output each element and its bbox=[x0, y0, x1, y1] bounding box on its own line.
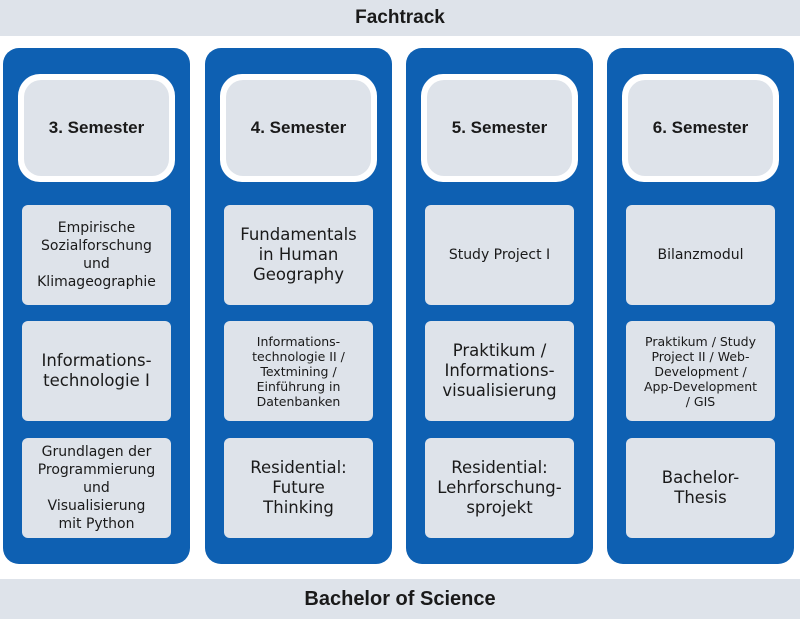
module-bilanzmodul: Bilanzmodul bbox=[626, 205, 775, 305]
module-informationstechnologie-2: Informations- technologie II / Textminin… bbox=[224, 321, 373, 421]
module-fundamentals-human-geography: Fundamentals in Human Geography bbox=[224, 205, 373, 305]
semester-header-box: 4. Semester bbox=[220, 74, 377, 182]
semester-5-title: 5. Semester bbox=[427, 80, 572, 176]
module-grundlagen-programmierung: Grundlagen der Programmierung und Visual… bbox=[22, 438, 171, 538]
semester-header-box: 6. Semester bbox=[622, 74, 779, 182]
module-empirische-sozialforschung: Empirische Sozialforschung und Klimageog… bbox=[22, 205, 171, 305]
module-informationstechnologie-1: Informations- technologie I bbox=[22, 321, 171, 421]
semester-columns: 3. Semester Empirische Sozialforschung u… bbox=[0, 48, 800, 564]
module-residential-lehrforschungsprojekt: Residential: Lehrforschung- sprojekt bbox=[425, 438, 574, 538]
semester-6-title: 6. Semester bbox=[628, 80, 773, 176]
semester-header-box: 5. Semester bbox=[421, 74, 578, 182]
footer-bachelor-of-science: Bachelor of Science bbox=[0, 579, 800, 619]
column-semester-5: 5. Semester Study Project I Praktikum / … bbox=[406, 48, 593, 564]
module-study-project-1: Study Project I bbox=[425, 205, 574, 305]
semester-header-box: 3. Semester bbox=[18, 74, 175, 182]
module-residential-future-thinking: Residential: Future Thinking bbox=[224, 438, 373, 538]
module-praktikum-study-project-2: Praktikum / Study Project II / Web- Deve… bbox=[626, 321, 775, 421]
semester-3-title: 3. Semester bbox=[24, 80, 169, 176]
column-semester-6: 6. Semester Bilanzmodul Praktikum / Stud… bbox=[607, 48, 794, 564]
column-semester-4: 4. Semester Fundamentals in Human Geogra… bbox=[205, 48, 392, 564]
module-praktikum-informationsvisualisierung: Praktikum / Informations- visualisierung bbox=[425, 321, 574, 421]
header-fachtrack: Fachtrack bbox=[0, 0, 800, 36]
module-bachelor-thesis: Bachelor- Thesis bbox=[626, 438, 775, 538]
semester-4-title: 4. Semester bbox=[226, 80, 371, 176]
column-semester-3: 3. Semester Empirische Sozialforschung u… bbox=[3, 48, 190, 564]
